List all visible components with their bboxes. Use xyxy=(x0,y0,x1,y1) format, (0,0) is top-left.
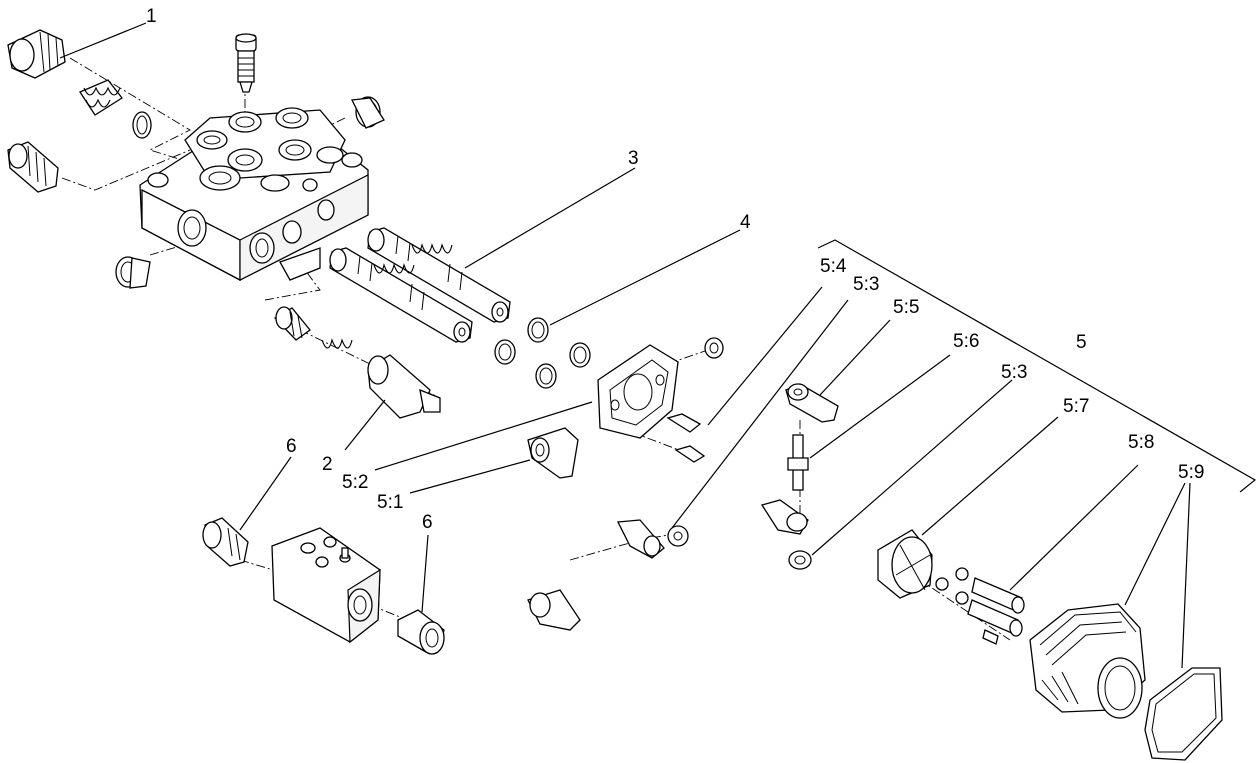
callout-4: 4 xyxy=(740,212,751,233)
callout-3: 3 xyxy=(628,148,639,169)
plunger-left xyxy=(7,141,59,193)
check-valve-top xyxy=(235,33,257,93)
o-rings xyxy=(494,317,591,389)
callout-5-3-upper: 5:3 xyxy=(853,274,879,295)
lever-stack xyxy=(760,383,839,570)
callout-5-8: 5:8 xyxy=(1128,432,1154,453)
cover-plate xyxy=(597,337,724,463)
spools xyxy=(329,227,511,343)
callout-6-upper: 6 xyxy=(286,436,297,457)
callout-5-5: 5:5 xyxy=(893,297,919,318)
seal-ring xyxy=(1144,667,1223,761)
callout-labels: 1 2 3 4 5 6 6 5:1 5:2 5:3 5:3 5:4 5:5 5:… xyxy=(146,6,1204,533)
callout-5-9: 5:9 xyxy=(1178,462,1204,483)
callout-5: 5 xyxy=(1076,332,1087,353)
ball-joint-link xyxy=(527,519,689,631)
valve-body xyxy=(139,107,369,282)
callout-1: 1 xyxy=(146,6,157,27)
callout-5-2: 5:2 xyxy=(342,472,368,493)
callout-5-3-lower: 5:3 xyxy=(1001,362,1027,383)
relief-cartridge xyxy=(273,306,441,419)
callout-6-lower: 6 xyxy=(422,512,433,533)
callout-5-7: 5:7 xyxy=(1063,396,1089,417)
callout-5-1: 5:1 xyxy=(377,492,403,513)
leader-lines xyxy=(59,22,1191,669)
rubber-boot xyxy=(1029,603,1146,719)
callout-2: 2 xyxy=(322,454,333,475)
group-bracket-5 xyxy=(817,239,1257,493)
clevis-link xyxy=(527,427,579,479)
hub-with-bolts xyxy=(877,529,1025,645)
callout-5-4: 5:4 xyxy=(820,256,847,277)
relief-valve-assembly xyxy=(7,29,152,139)
callout-5-6: 5:6 xyxy=(953,331,979,352)
check-block xyxy=(202,517,445,655)
plugs xyxy=(115,96,385,289)
